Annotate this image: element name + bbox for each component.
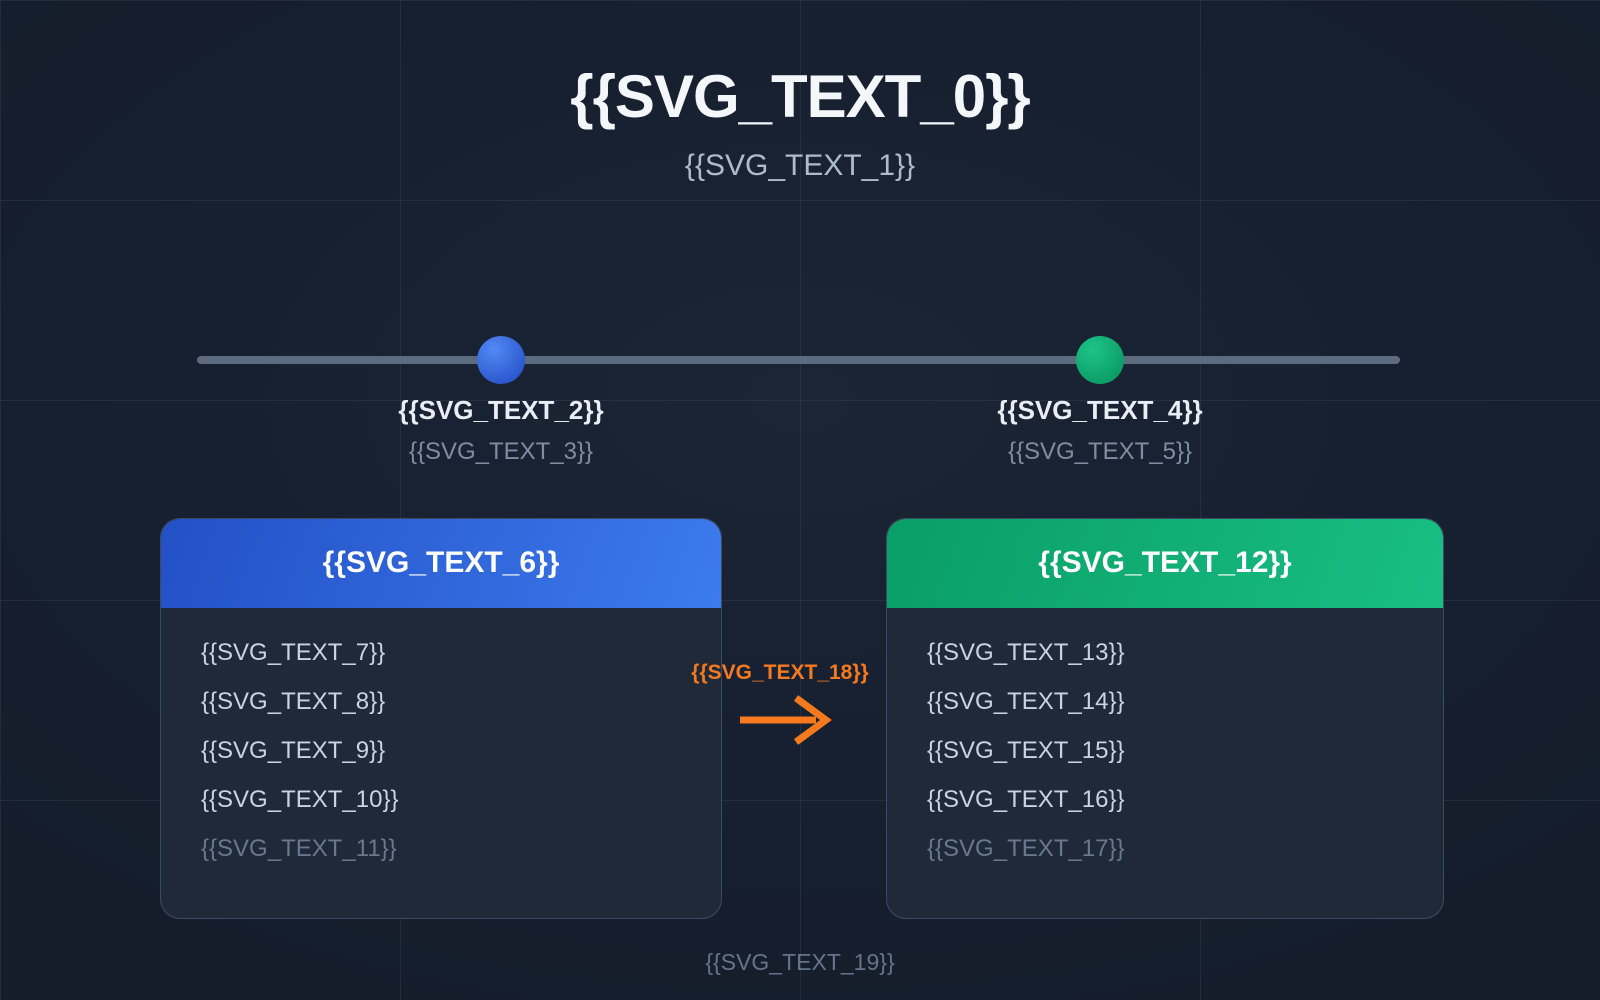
page-subtitle: {{SVG_TEXT_1}} xyxy=(684,149,916,182)
page-title: {{SVG_TEXT_0}} xyxy=(570,63,1031,130)
card-right-header: {{SVG_TEXT_12}} xyxy=(887,519,1443,608)
card-left-body: {{SVG_TEXT_7}} {{SVG_TEXT_8}} {{SVG_TEXT… xyxy=(161,608,721,873)
card-right-item-list: {{SVG_TEXT_13}} {{SVG_TEXT_14}} {{SVG_TE… xyxy=(927,628,1443,873)
page-footer: {{SVG_TEXT_19}} xyxy=(705,949,895,975)
list-item: {{SVG_TEXT_7}} xyxy=(201,638,386,666)
milestone-1-sublabel: {{SVG_TEXT_3}} xyxy=(408,438,594,465)
timeline-dot-green xyxy=(1076,336,1124,384)
milestone-1-label: {{SVG_TEXT_2}} xyxy=(398,395,604,425)
timeline-dot-blue xyxy=(477,336,525,384)
list-item: {{SVG_TEXT_14}} xyxy=(927,687,1125,715)
timeline-track xyxy=(197,356,1400,364)
list-item: {{SVG_TEXT_8}} xyxy=(201,687,386,715)
list-item-muted: {{SVG_TEXT_17}} xyxy=(927,834,1125,862)
card-left: {{SVG_TEXT_6}} {{SVG_TEXT_7}} {{SVG_TEXT… xyxy=(160,518,722,919)
transition-arrow-label: {{SVG_TEXT_18}} xyxy=(691,661,869,684)
list-item: {{SVG_TEXT_15}} xyxy=(927,736,1125,764)
card-left-item-list: {{SVG_TEXT_7}} {{SVG_TEXT_8}} {{SVG_TEXT… xyxy=(201,628,721,873)
list-item: {{SVG_TEXT_13}} xyxy=(927,638,1125,666)
list-item-muted: {{SVG_TEXT_11}} xyxy=(201,834,397,862)
list-item: {{SVG_TEXT_16}} xyxy=(927,785,1125,813)
milestone-2-label: {{SVG_TEXT_4}} xyxy=(997,395,1203,425)
card-right: {{SVG_TEXT_12}} {{SVG_TEXT_13}} {{SVG_TE… xyxy=(886,518,1444,919)
milestone-2-sublabel: {{SVG_TEXT_5}} xyxy=(1007,438,1193,465)
list-item: {{SVG_TEXT_10}} xyxy=(201,785,399,813)
right-arrow-icon xyxy=(740,695,832,745)
list-item: {{SVG_TEXT_9}} xyxy=(201,736,386,764)
card-right-body: {{SVG_TEXT_13}} {{SVG_TEXT_14}} {{SVG_TE… xyxy=(887,608,1443,873)
card-left-header: {{SVG_TEXT_6}} xyxy=(161,519,721,608)
